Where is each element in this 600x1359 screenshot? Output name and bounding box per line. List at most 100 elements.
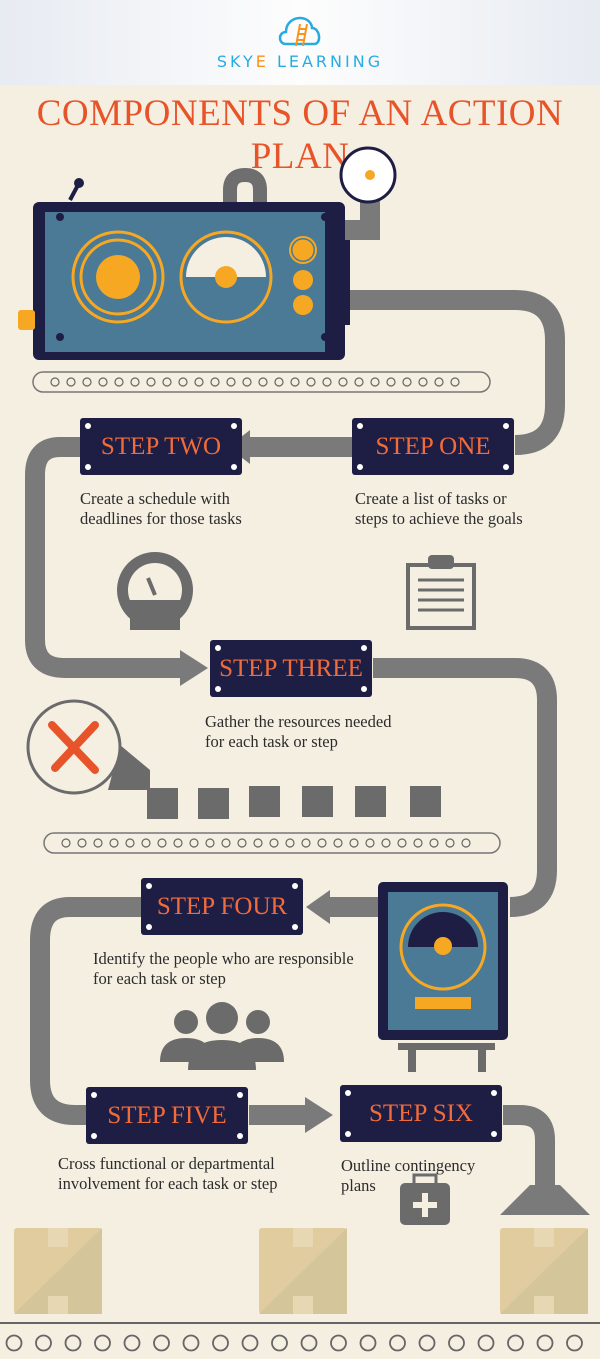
- step-five-badge: STEP FIVE: [86, 1087, 248, 1144]
- roller: [507, 1334, 524, 1352]
- step-three-badge: STEP THREE: [210, 640, 372, 697]
- roller: [210, 377, 220, 387]
- roller: [349, 838, 359, 848]
- tools-icon: [26, 699, 122, 795]
- resource-blocks: [108, 745, 441, 819]
- cardboard-box: [259, 1228, 347, 1314]
- roller: [386, 377, 396, 387]
- roller: [212, 1334, 229, 1352]
- roller: [285, 838, 295, 848]
- roller: [330, 1334, 347, 1352]
- roller: [109, 838, 119, 848]
- roller: [402, 377, 412, 387]
- roller: [338, 377, 348, 387]
- roller: [461, 838, 471, 848]
- roller: [418, 1334, 436, 1352]
- roller: [237, 838, 247, 848]
- secondary-machine: [378, 882, 508, 1072]
- roller: [445, 838, 455, 848]
- step-four-text: Identify the people who are responsible …: [93, 949, 354, 988]
- roller: [35, 1334, 52, 1352]
- roller: [333, 838, 343, 848]
- roller: [114, 377, 124, 387]
- step-six-badge: STEP SIX: [340, 1085, 502, 1142]
- arrows: [180, 430, 590, 1215]
- roller: [241, 1334, 259, 1352]
- cloud-ladder-logo: [278, 16, 321, 47]
- conveyor-belt: [32, 371, 491, 393]
- roller: [64, 1334, 82, 1352]
- people-icon: [160, 1002, 284, 1070]
- step-four-badge: STEP FOUR: [141, 878, 303, 935]
- step-label: STEP SIX: [369, 1099, 473, 1127]
- roller: [182, 1334, 200, 1352]
- roller: [536, 1334, 554, 1352]
- step-label: STEP FOUR: [156, 892, 288, 920]
- roller: [242, 377, 252, 387]
- brand-name: SKYE LEARNING: [216, 52, 384, 71]
- step-one-text: Create a list of tasks or steps to achie…: [355, 489, 523, 528]
- roller: [94, 1334, 111, 1352]
- roller: [434, 377, 444, 387]
- step-two-badge: STEP TWO: [80, 418, 242, 475]
- step-six-text: Outline contingency plans: [341, 1156, 476, 1195]
- step-five-text: Cross functional or departmental involve…: [58, 1154, 278, 1193]
- roller: [77, 838, 87, 848]
- roller: [50, 377, 60, 387]
- roller: [477, 1334, 495, 1352]
- roller: [450, 377, 460, 387]
- roller: [566, 1334, 583, 1352]
- roller: [397, 838, 407, 848]
- roller: [123, 1334, 141, 1352]
- header: SKYE LEARNING: [0, 0, 600, 85]
- roller: [205, 838, 215, 848]
- roller: [381, 838, 391, 848]
- roller: [173, 838, 183, 848]
- roller: [389, 1334, 406, 1352]
- roller: [274, 377, 284, 387]
- roller: [418, 377, 428, 387]
- step-two-text: Create a schedule with deadlines for tho…: [80, 489, 242, 528]
- roller: [157, 838, 167, 848]
- roller: [178, 377, 188, 387]
- roller: [194, 377, 204, 387]
- roller: [61, 838, 71, 848]
- roller: [82, 377, 92, 387]
- roller: [146, 377, 156, 387]
- roller: [301, 838, 311, 848]
- roller: [413, 838, 423, 848]
- roller: [5, 1334, 23, 1352]
- roller: [93, 838, 103, 848]
- roller: [269, 838, 279, 848]
- roller: [130, 377, 140, 387]
- roller: [66, 377, 76, 387]
- main-machine: [18, 146, 397, 360]
- first-aid-kit-icon: [400, 1173, 450, 1225]
- roller: [365, 838, 375, 848]
- roller: [189, 838, 199, 848]
- roller: [322, 377, 332, 387]
- roller: [221, 838, 231, 848]
- pipes: [25, 167, 565, 1190]
- clipboard-icon: [406, 555, 476, 630]
- roller: [125, 838, 135, 848]
- roller: [448, 1334, 465, 1352]
- roller: [370, 377, 380, 387]
- roller: [359, 1334, 377, 1352]
- roller: [300, 1334, 318, 1352]
- step-label: STEP FIVE: [107, 1101, 227, 1129]
- roller: [306, 377, 316, 387]
- roller: [290, 377, 300, 387]
- conveyor-belt: [43, 832, 501, 854]
- roller: [226, 377, 236, 387]
- roller: [354, 377, 364, 387]
- roller: [271, 1334, 288, 1352]
- step-label: STEP THREE: [219, 654, 363, 682]
- page-title: COMPONENTS OF AN ACTION PLAN: [36, 93, 564, 177]
- step-label: STEP TWO: [100, 432, 222, 460]
- cardboard-box: [500, 1228, 588, 1314]
- speedometer-icon: [117, 552, 193, 630]
- cardboard-box: [14, 1228, 102, 1314]
